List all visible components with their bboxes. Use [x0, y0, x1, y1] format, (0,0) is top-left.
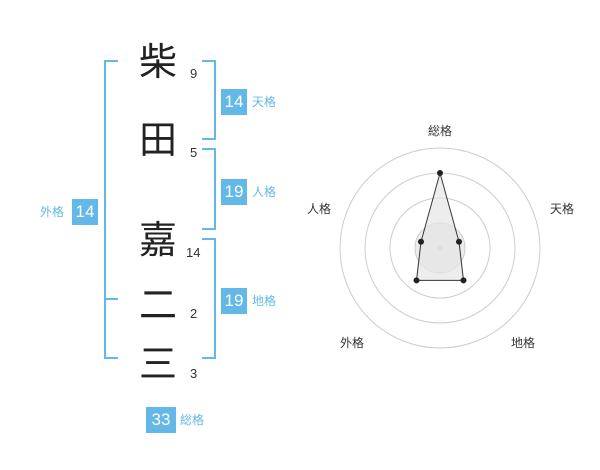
stroke-count-1: 9 — [190, 66, 198, 81]
gaikaku-bracket-divider — [104, 298, 118, 300]
name-char-1: 柴 — [138, 40, 177, 84]
gaikaku-score: 14 — [72, 199, 98, 225]
tenkaku-score: 14 — [221, 89, 247, 115]
tenkaku-bracket — [202, 60, 216, 140]
jinkaku-label: 人格 — [252, 185, 277, 199]
name-char-5: 三 — [138, 342, 177, 386]
radar-point — [456, 238, 462, 245]
stroke-count-4: 2 — [190, 306, 198, 321]
jinkaku-bracket — [202, 148, 216, 230]
stroke-count-3: 14 — [186, 245, 201, 260]
radar-axis-label-gaikaku: 外格 — [340, 336, 365, 350]
chikaku-score: 19 — [221, 288, 247, 314]
name-char-3: 嘉 — [138, 218, 177, 262]
gaikaku-bracket — [104, 60, 118, 359]
radar-point — [460, 277, 467, 284]
radar-ring — [339, 147, 541, 349]
chikaku-bracket — [202, 238, 216, 359]
radar-axis-label-soukaku: 総格 — [428, 124, 453, 138]
radar-axis-label-chikaku: 地格 — [511, 336, 536, 350]
radar-point — [413, 277, 420, 284]
stroke-count-2: 5 — [190, 145, 198, 160]
soukaku-label: 総格 — [180, 413, 205, 427]
name-char-4: 二 — [138, 283, 177, 327]
name-char-2: 田 — [138, 118, 177, 162]
radar-axis-label-jinkaku: 人格 — [307, 202, 332, 216]
jinkaku-score: 19 — [221, 179, 247, 205]
radar-point — [418, 238, 424, 245]
chikaku-label: 地格 — [252, 294, 277, 308]
tenkaku-label: 天格 — [252, 95, 277, 109]
radar-point — [437, 170, 443, 176]
radar-axis-label-tenkaku: 天格 — [550, 202, 575, 216]
stroke-count-5: 3 — [190, 366, 198, 381]
radar-polygon — [415, 171, 465, 281]
soukaku-score: 33 — [146, 407, 176, 433]
gaikaku-label: 外格 — [40, 205, 65, 219]
